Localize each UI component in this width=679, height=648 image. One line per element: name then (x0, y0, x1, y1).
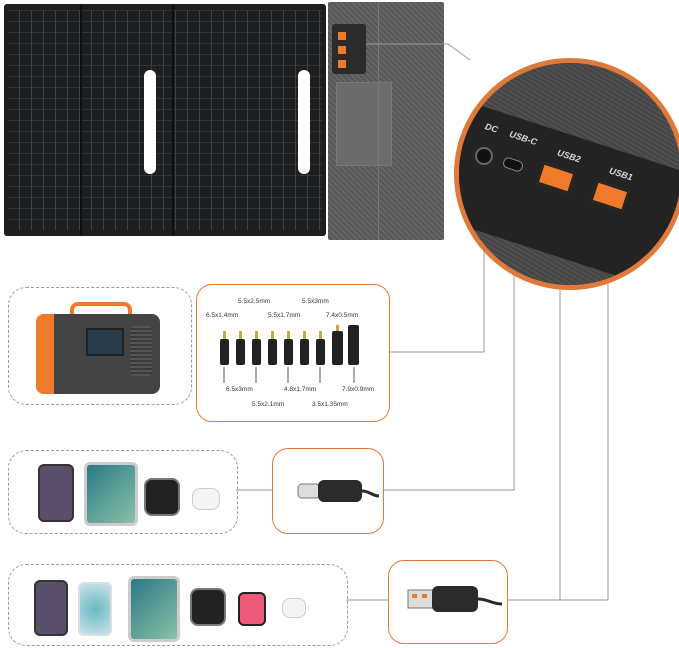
tip-label-5-5x1-7: 5.5x1.7mm (268, 312, 301, 319)
panel-fold-line-2 (172, 4, 174, 236)
tip-label-4-8x1-7: 4.8x1.7mm (284, 386, 317, 393)
tip-label-7-9x0-9: 7.9x0.9mm (342, 386, 375, 393)
tip-label-5-5x2-1: 5.5x2.1mm (252, 401, 285, 408)
solar-panel-black (4, 4, 326, 236)
tablet-image-2 (128, 576, 180, 642)
power-station-image (36, 302, 160, 394)
controller-box-small (332, 24, 366, 74)
tip-label-5-5x2-5: 5.5x2.5mm (238, 298, 271, 305)
tip-label-3-5x1-35: 3.5x1.35mm (312, 401, 348, 408)
earbuds-image (192, 488, 220, 510)
phone-image (38, 464, 74, 522)
tip-label-5-5x3: 5.5x3mm (302, 298, 329, 305)
dc-tips-drawing (220, 325, 359, 383)
phone-image-3 (78, 582, 112, 636)
fitness-band-image (238, 592, 266, 626)
pocket-seam (378, 2, 379, 240)
usba-devices-box (8, 564, 348, 646)
panel-handle-slot-right (298, 70, 310, 174)
tablet-image (84, 462, 138, 526)
panel-fold-line-1 (80, 4, 82, 236)
port-zoom-circle: DC USB-C USB2 USB1 (454, 58, 679, 290)
smartwatch-image (144, 478, 180, 516)
tip-label-7-4x0-5: 7.4x0.5mm (326, 312, 359, 319)
usbc-devices-box (8, 450, 238, 534)
usba-cable-drawing (407, 586, 503, 612)
fabric-pocket (328, 2, 444, 240)
earbuds-image-2 (282, 598, 306, 618)
smartwatch-image-2 (190, 588, 226, 626)
solar-cells (8, 10, 322, 230)
tip-label-6-5x3: 6.5x3mm (226, 386, 253, 393)
dc-port (475, 147, 493, 165)
power-station-box (8, 287, 192, 405)
phone-image-2 (34, 580, 68, 636)
panel-handle-slot-left (144, 70, 156, 174)
tip-label-6-5x1-4: 6.5x1.4mm (206, 312, 239, 319)
usbc-cable-drawing (297, 480, 380, 502)
spec-label-sticker (336, 82, 392, 166)
